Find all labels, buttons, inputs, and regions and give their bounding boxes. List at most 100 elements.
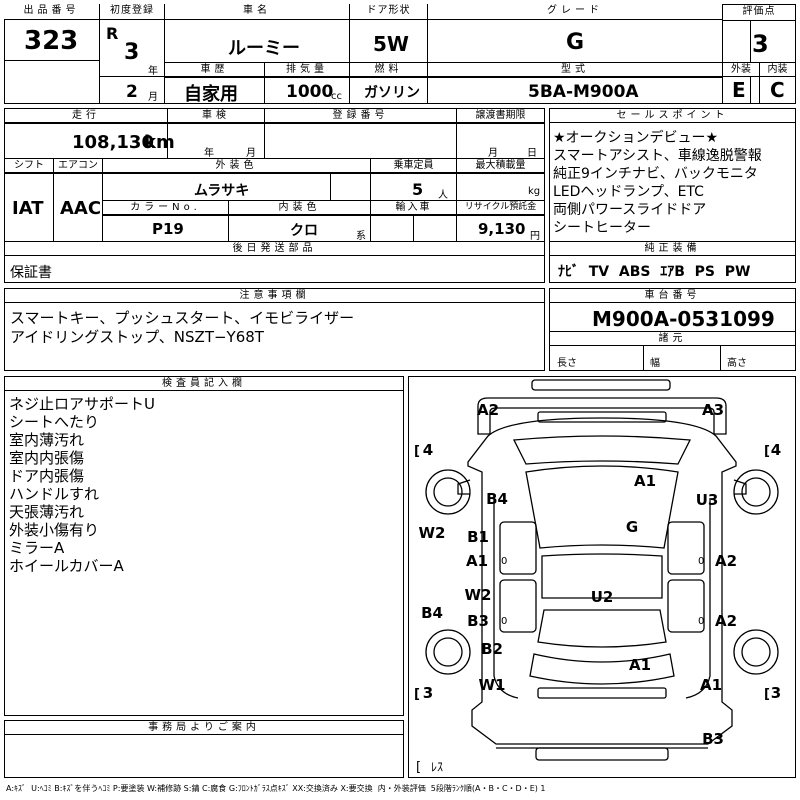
svg-text:[: [ <box>764 687 770 702</box>
damage-mark: 3 <box>423 684 433 702</box>
grade: G <box>566 30 585 55</box>
damage-mark: 3 <box>771 684 781 702</box>
damage-mark: B4 <box>486 490 508 508</box>
car-diagram-block <box>408 376 796 778</box>
inspector-block <box>4 376 404 716</box>
later-parts: 保証書 <box>10 265 52 281</box>
svg-text:[: [ <box>414 687 420 702</box>
sales-points: ★オークションデビュー★ スマートアシスト、車線逸脱警報 純正9インチナビ、バッ… <box>553 130 762 236</box>
svg-text:0: 0 <box>698 556 704 567</box>
shift-header: シフト <box>5 159 53 173</box>
displacement-header: 排気量 <box>265 63 349 77</box>
year-unit: 年 <box>148 66 158 77</box>
fuel: ガソリン <box>364 85 420 101</box>
door-type: 5W <box>373 32 409 56</box>
history: 自家用 <box>184 84 238 105</box>
door-type-header: ドア形状 <box>350 4 427 20</box>
score-header: 評価点 <box>723 5 795 21</box>
ext-color: ムラサキ <box>194 183 250 199</box>
reg-year: 3 <box>124 40 140 65</box>
load-unit: kg <box>528 186 541 197</box>
bracket-marks: [[ [[ [ <box>414 444 770 775</box>
length-label: 長さ <box>557 358 577 369</box>
int-color: クロ <box>290 223 318 239</box>
later-parts-header: 後日発送部品 <box>5 242 544 256</box>
damage-mark: A1 <box>466 552 488 570</box>
damage-mark: U2 <box>591 588 614 606</box>
interior-grade: C <box>770 78 785 102</box>
model-header: 型式 <box>428 63 722 77</box>
damage-mark: B4 <box>421 604 443 622</box>
lot-no: 323 <box>24 26 79 56</box>
import-header: 輸入車 <box>371 201 456 215</box>
damage-mark: B1 <box>467 528 489 546</box>
notes-header: 注意事項欄 <box>5 289 544 303</box>
displacement: 1000 <box>286 82 334 102</box>
genuine-equip-header: 純正装備 <box>550 242 795 256</box>
shift: IAT <box>12 198 44 219</box>
inspection-month-unit: 月 <box>246 148 256 159</box>
damage-mark: B3 <box>467 612 489 630</box>
legend: A:ｷｽﾞ U:ﾍｺﾐ B:ｷｽﾞを伴うﾍｺﾐ P:要塗装 W:補修跡 S:錆 … <box>6 784 546 793</box>
first-reg-header: 初度登録 <box>100 4 164 20</box>
width-label: 幅 <box>650 358 660 369</box>
model: 5BA-M900A <box>528 82 639 102</box>
damage-mark: A2 <box>715 612 737 630</box>
damage-mark: W2 <box>419 524 446 542</box>
damage-mark: W2 <box>465 586 492 604</box>
svg-text:[: [ <box>416 760 421 775</box>
sales-point-header: セールスポイント <box>550 109 795 123</box>
svg-text:0: 0 <box>501 556 507 567</box>
damage-mark: A1 <box>629 656 651 674</box>
transfer-month-unit: 月 <box>488 148 498 159</box>
color-no: P19 <box>152 220 184 238</box>
history-header: 車歴 <box>165 63 264 77</box>
int-color-unit: 系 <box>356 231 366 242</box>
damage-mark: B2 <box>481 640 503 658</box>
mileage: 108,130 <box>72 132 154 153</box>
score: 3 <box>752 30 769 58</box>
damage-mark: ﾚｽ <box>431 760 443 774</box>
aircon: AAC <box>60 198 102 219</box>
height-label: 高さ <box>727 358 747 369</box>
damage-mark: A1 <box>634 472 656 490</box>
damage-marks: A2 A3 4 4 A1 B4 U3 W2 B1 G A1 A2 W2 U2 B… <box>419 401 782 774</box>
damage-mark: 4 <box>771 441 781 459</box>
capacity-unit: 人 <box>438 190 448 201</box>
sales-point-block <box>549 108 796 283</box>
genuine-equip: ﾅﾋﾞ TV ABS ｴｱB PS PW <box>558 264 751 280</box>
damage-mark: W1 <box>479 676 506 694</box>
displacement-unit: cc <box>331 91 342 102</box>
damage-mark: B3 <box>702 730 724 748</box>
chassis-no: M900A-0531099 <box>592 307 775 331</box>
car-name-header: 車名 <box>165 4 349 20</box>
damage-mark: U3 <box>696 491 719 509</box>
office-block <box>4 720 404 778</box>
interior-header: 内装 <box>760 63 795 77</box>
chassis-header: 車台番号 <box>550 289 795 303</box>
mileage-unit: km <box>144 132 175 153</box>
capacity: 5 <box>412 180 424 199</box>
exterior-grade: E <box>732 78 746 102</box>
office-header: 事務局よりご案内 <box>5 721 403 735</box>
transfer-day-unit: 日 <box>527 148 537 159</box>
int-color-header: 内装色 <box>229 201 370 215</box>
max-load-header: 最大積載量 <box>457 159 544 173</box>
car-diagram: A2 A3 4 4 A1 B4 U3 W2 B1 G A1 A2 W2 U2 B… <box>414 379 782 775</box>
specs-header: 諸元 <box>550 332 795 346</box>
damage-mark: A1 <box>700 676 722 694</box>
damage-mark: A2 <box>477 401 499 419</box>
inspector-header: 検査員記入欄 <box>5 377 403 391</box>
reg-month: 2 <box>126 82 138 102</box>
svg-text:0: 0 <box>698 616 704 627</box>
fuel-header: 燃料 <box>350 63 427 77</box>
reg-no-header: 登録番号 <box>265 109 456 123</box>
damage-mark: G <box>626 518 638 536</box>
inspection-header: 車検 <box>168 109 264 123</box>
notes: スマートキー、プッシュスタート、イモビライザー アイドリングストップ、NSZT−… <box>10 309 355 346</box>
color-no-header: カラーNo. <box>103 201 228 215</box>
car-name: ルーミー <box>228 38 300 59</box>
ext-color-header: 外装色 <box>103 159 370 173</box>
damage-mark: A3 <box>702 401 724 419</box>
lot-no-header: 出品番号 <box>4 4 99 20</box>
